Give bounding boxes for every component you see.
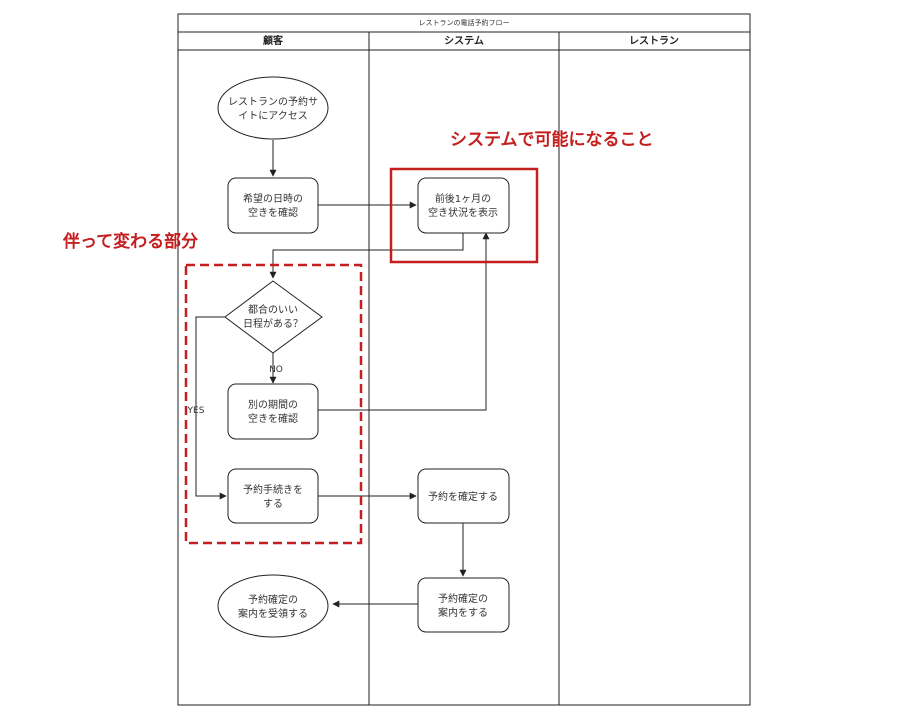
svg-text:案内をする: 案内をする — [438, 606, 488, 619]
svg-text:前後1ヶ月の: 前後1ヶ月の — [435, 192, 491, 205]
svg-text:日程がある？: 日程がある？ — [243, 317, 303, 330]
edge-label-yes: YES — [187, 406, 205, 416]
svg-text:希望の日時の: 希望の日時の — [243, 192, 303, 205]
node-reserve: 予約手続きを する — [227, 468, 319, 524]
svg-text:別の期間の: 別の期間の — [248, 399, 298, 411]
node-notify: 予約確定の 案内をする — [417, 577, 510, 633]
svg-text:する: する — [263, 498, 283, 510]
annotation-system: システムで可能になること — [450, 129, 654, 150]
svg-text:予約確定の: 予約確定の — [248, 593, 298, 606]
system-highlight-box — [389, 167, 539, 264]
node-check-dates: 希望の日時の 空きを確認 — [227, 177, 319, 234]
svg-text:空きを確認: 空きを確認 — [248, 412, 298, 425]
svg-text:予約手続きを: 予約手続きを — [243, 483, 303, 496]
changes-highlight-box — [184, 263, 363, 545]
node-show-status: 前後1ヶ月の 空き状況を表示 — [417, 177, 510, 234]
swimlane-frame — [177, 13, 751, 706]
diagram-title: レストランの電話予約フロー — [419, 18, 510, 27]
svg-text:空きを確認: 空きを確認 — [248, 206, 298, 219]
svg-text:予約確定の: 予約確定の — [438, 592, 488, 605]
node-receive: 予約確定の 案内を受領する — [217, 574, 329, 638]
svg-text:都合のいい: 都合のいい — [248, 303, 298, 316]
annotation-changes: 伴って変わる部分 — [62, 231, 198, 252]
svg-text:空き状況を表示: 空き状況を表示 — [428, 206, 498, 219]
connectors — [195, 140, 490, 608]
node-start: レストランの予約サ イトにアクセス — [217, 76, 329, 140]
svg-text:案内を受領する: 案内を受領する — [238, 607, 308, 620]
lane-header-system: システム — [444, 35, 484, 47]
svg-text:イトにアクセス: イトにアクセス — [238, 110, 308, 122]
svg-text:予約を確定する: 予約を確定する — [428, 490, 498, 503]
svg-text:レストランの予約サ: レストランの予約サ — [228, 95, 318, 108]
lane-header-restaurant: レストラン — [629, 35, 679, 47]
node-check-other: 別の期間の 空きを確認 — [227, 383, 319, 440]
edge-label-no: NO — [269, 365, 283, 375]
node-decision: 都合のいい 日程がある？ — [224, 280, 323, 354]
node-confirm: 予約を確定する — [417, 468, 510, 524]
lane-header-customer: 顧客 — [263, 34, 284, 47]
